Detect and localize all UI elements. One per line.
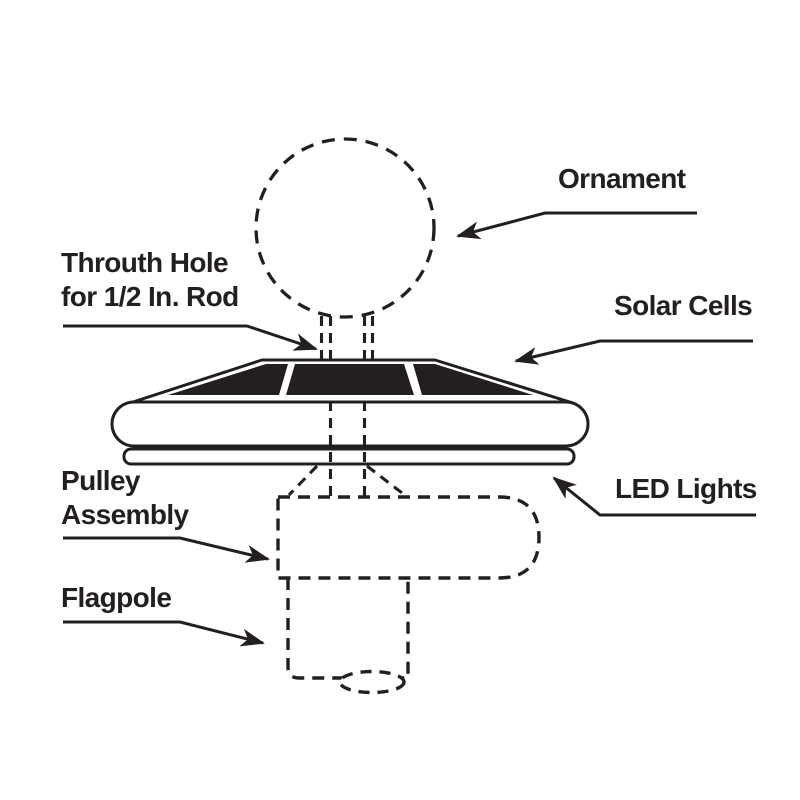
through-hole-leader-arrow: [63, 324, 318, 351]
ornament-leader-arrow: [456, 211, 697, 240]
pulley-funnel-lines: [287, 464, 407, 498]
solar-panel-center: [286, 364, 414, 395]
solar-cap-top: [128, 358, 575, 405]
cap-body: [110, 400, 590, 448]
pulley-assembly-label-line1: Pulley: [61, 465, 140, 496]
ornament-label: Ornament: [558, 163, 686, 194]
led-lights-label: LED Lights: [615, 473, 757, 504]
flagpole-outline: [286, 578, 410, 680]
solar-panel-right: [413, 364, 533, 395]
solar-panel-left: [168, 364, 288, 395]
through-rod-lines: [319, 316, 375, 496]
pulley-leader-arrow: [63, 536, 270, 563]
led-rim-band: [122, 447, 576, 466]
callout-leaders: [63, 211, 756, 647]
pulley-assembly-label: Pulley Assembly: [61, 464, 189, 532]
funnel-left-line: [287, 464, 319, 497]
led-lights-leader-arrow: [552, 476, 756, 517]
ornament-ball-outline: [254, 137, 436, 319]
through-hole-label-line2: for 1/2 In. Rod: [61, 281, 239, 312]
solar-cells-label: Solar Cells: [614, 290, 753, 321]
pulley-assembly-label-line2: Assembly: [61, 499, 189, 530]
solar-cells-leader-arrow: [514, 339, 753, 365]
through-hole-label: Throuth Hole for 1/2 In. Rod: [61, 246, 239, 314]
flagpole-label: Flagpole: [61, 582, 172, 613]
flagpole-leader-arrow: [63, 620, 265, 647]
pulley-assembly-outline: [276, 495, 541, 580]
flagpole-bottom-ellipse: [338, 669, 406, 695]
through-hole-label-line1: Throuth Hole: [61, 247, 229, 278]
funnel-right-line: [366, 464, 407, 498]
